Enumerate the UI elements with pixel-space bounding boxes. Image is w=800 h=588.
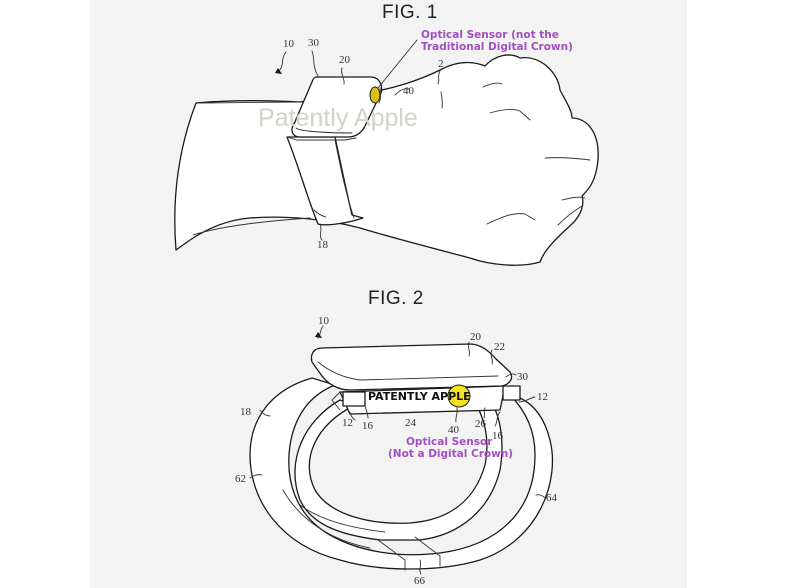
callout-line1-fig2: Optical Sensor <box>406 436 493 448</box>
callout-line1-fig1: Optical Sensor (not the <box>421 29 559 41</box>
ref-12-right-fig2: 12 <box>537 391 548 403</box>
ref-10-fig2: 10 <box>318 315 330 327</box>
ref-20-fig1: 20 <box>339 54 351 66</box>
ref-22-fig2: 22 <box>494 341 505 353</box>
ref-40-fig2: 40 <box>448 424 460 436</box>
ref-26-fig2: 26 <box>475 418 487 430</box>
optical-sensor-fig2 <box>447 384 471 408</box>
lug-left <box>342 391 366 407</box>
ref-18-fig1: 18 <box>317 239 329 251</box>
ref-16-left-fig2: 16 <box>362 420 374 432</box>
lug-right <box>502 385 521 401</box>
ref-62-fig2: 62 <box>235 473 246 485</box>
callout-line2-fig1: Traditional Digital Crown) <box>421 41 573 53</box>
ref-30-fig1: 30 <box>308 37 320 49</box>
figure-1-title: FIG. 1 <box>382 2 438 23</box>
optical-sensor-fig1 <box>369 86 381 104</box>
figure-2-title: FIG. 2 <box>368 288 424 309</box>
callout-line2-fig2: (Not a Digital Crown) <box>388 448 513 460</box>
ref-40-fig1: 40 <box>403 85 415 97</box>
figure-2-drawing <box>249 325 554 575</box>
watermark-fig1: Patently Apple <box>258 104 418 132</box>
ref-24-fig2: 24 <box>405 417 417 429</box>
ref-30-fig2: 30 <box>517 371 529 383</box>
ref-16-right-fig2: 16 <box>492 430 504 442</box>
ref-64-fig2: 64 <box>546 492 558 504</box>
ref-18-fig2: 18 <box>240 406 252 418</box>
ref-2-fig1: 2 <box>438 58 444 70</box>
ref-10-fig1: 10 <box>283 38 295 50</box>
figure-1-drawing <box>174 39 599 266</box>
ref-66-fig2: 66 <box>414 575 426 587</box>
watermark-fig2: PATENTLY APPLE <box>368 390 471 403</box>
ref-20-fig2: 20 <box>470 331 482 343</box>
ref-12-left-fig2: 12 <box>342 417 353 429</box>
